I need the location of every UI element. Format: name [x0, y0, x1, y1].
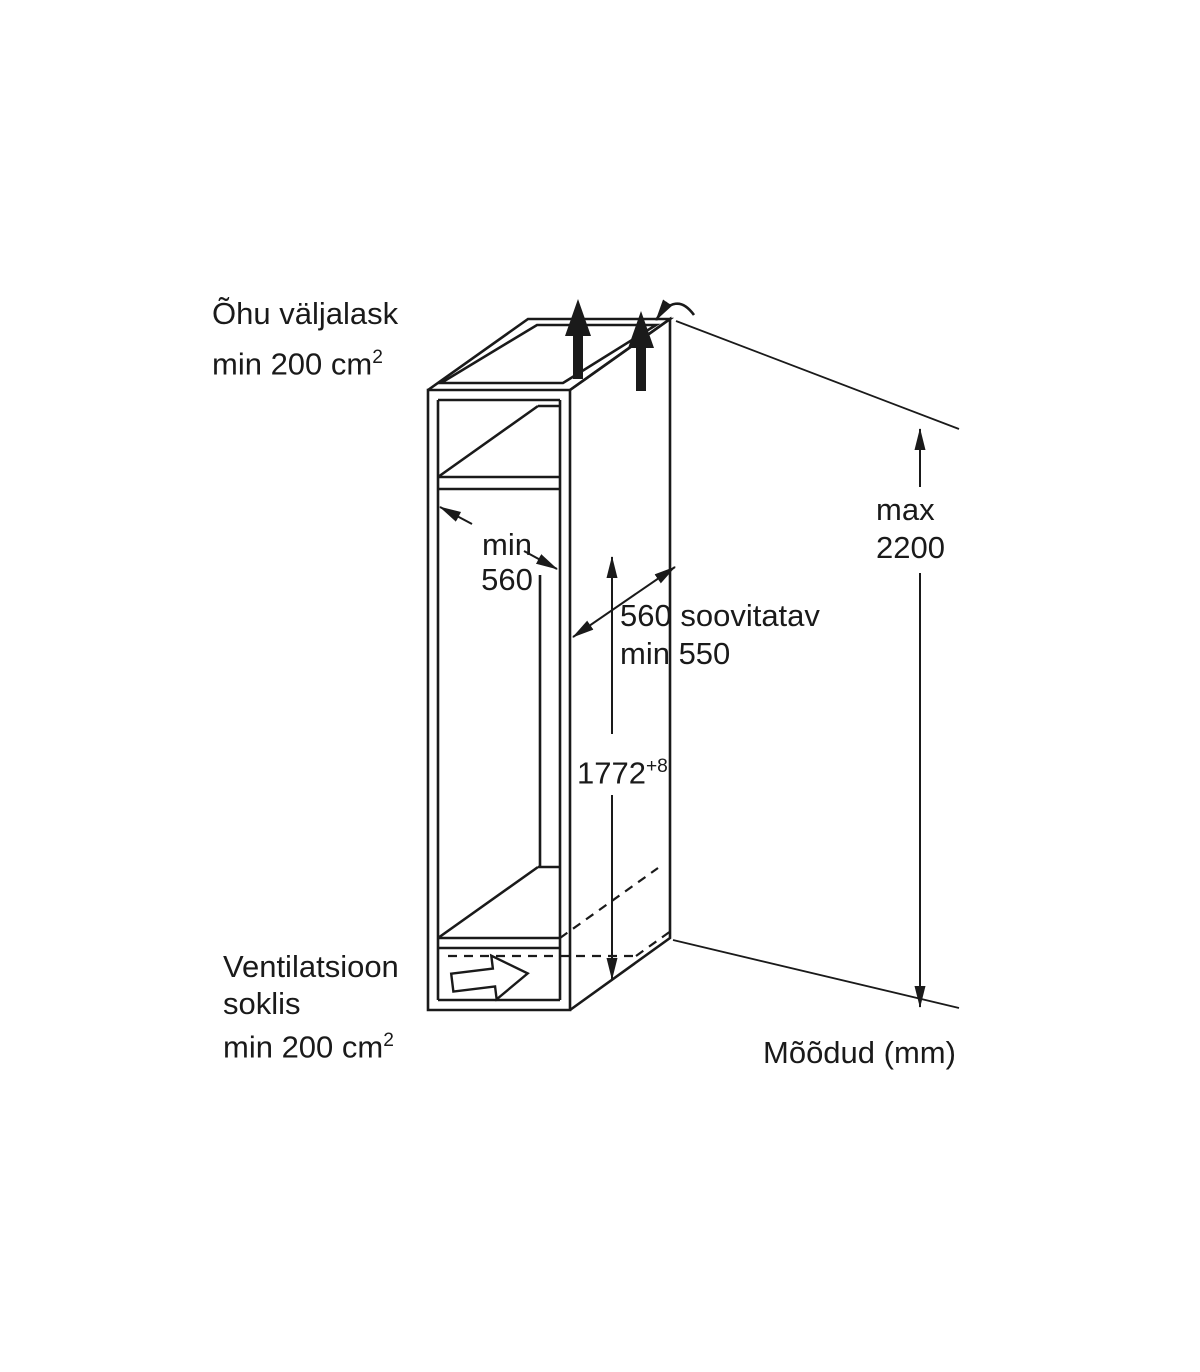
niche-depth-label-line1: 560 soovitatav	[620, 598, 820, 633]
air-outlet-min-area: min 200 cm	[212, 346, 373, 382]
dim-niche-width-arrows	[439, 506, 558, 570]
extension-lines	[672, 320, 960, 1009]
air-circulation-arrow-icon	[654, 299, 696, 321]
front-face-outline	[426, 388, 572, 1012]
niche-height-tolerance-sup: +8	[645, 756, 668, 777]
units-note-label: Mõõdud (mm)	[763, 1035, 956, 1070]
niche-height-value: 1772	[577, 755, 646, 791]
plinth-ventilation-label-line1: Ventilatsioon	[223, 949, 399, 984]
niche-width-label-line1: min	[482, 527, 532, 562]
air-outlet-arrow-right-icon	[628, 311, 654, 391]
plinth-ventilation-label-line2: soklis	[223, 986, 301, 1021]
air-outlet-min-area-sup: 2	[372, 347, 383, 368]
dimension-lines	[439, 428, 926, 1008]
niche-width-label: min 560	[452, 527, 562, 597]
air-outlet-arrow-left-icon	[565, 299, 591, 379]
extension-line-top	[675, 320, 960, 430]
plinth-ventilation-label: Ventilatsioon soklis min 200 cm2	[223, 948, 399, 1065]
plinth-ventilation-min-area-sup: 2	[383, 1030, 394, 1051]
dim-niche-depth-arrow	[572, 566, 676, 638]
cabinet-outline	[426, 316, 675, 1012]
hidden-plinth-edge-diagonal	[635, 927, 676, 957]
extension-line-bottom	[672, 939, 960, 1009]
plinth-vent-arrow-icon	[449, 953, 530, 1002]
air-outlet-label-line1: Õhu väljalask	[212, 296, 399, 331]
hidden-floor-right-edge	[559, 867, 659, 939]
niche-depth-label-line2: min 550	[620, 636, 731, 671]
front-face-inner-frame	[436, 398, 562, 1002]
max-height-label-line1: max	[876, 492, 935, 527]
niche-depth-label: 560 soovitatav min 550	[620, 597, 820, 673]
niche-floor-lines	[437, 865, 560, 950]
niche-width-label-line2: 560	[481, 562, 533, 597]
plinth-ventilation-label-line3: min 200 cm2	[223, 1022, 399, 1065]
top-face-outline	[427, 317, 675, 392]
dim-niche-depth-line	[572, 566, 676, 638]
max-height-label: max 2200	[876, 491, 945, 567]
top-shelf-lines	[437, 404, 560, 491]
air-outlet-label-line2: min 200 cm2	[212, 336, 398, 386]
dim-niche-width-right-stub	[523, 550, 558, 570]
plinth-ventilation-min-area: min 200 cm	[223, 1029, 384, 1065]
niche-height-label: 1772+8	[577, 748, 668, 792]
air-outlet-label: Õhu väljalask min 200 cm2	[212, 292, 398, 386]
hidden-edges-dashed	[448, 867, 676, 958]
air-outlet-arrows-icon	[565, 299, 654, 391]
max-height-label-line2: 2200	[876, 530, 945, 565]
top-face-inner-rim	[436, 323, 661, 385]
dim-niche-width-left-stub	[439, 506, 473, 525]
